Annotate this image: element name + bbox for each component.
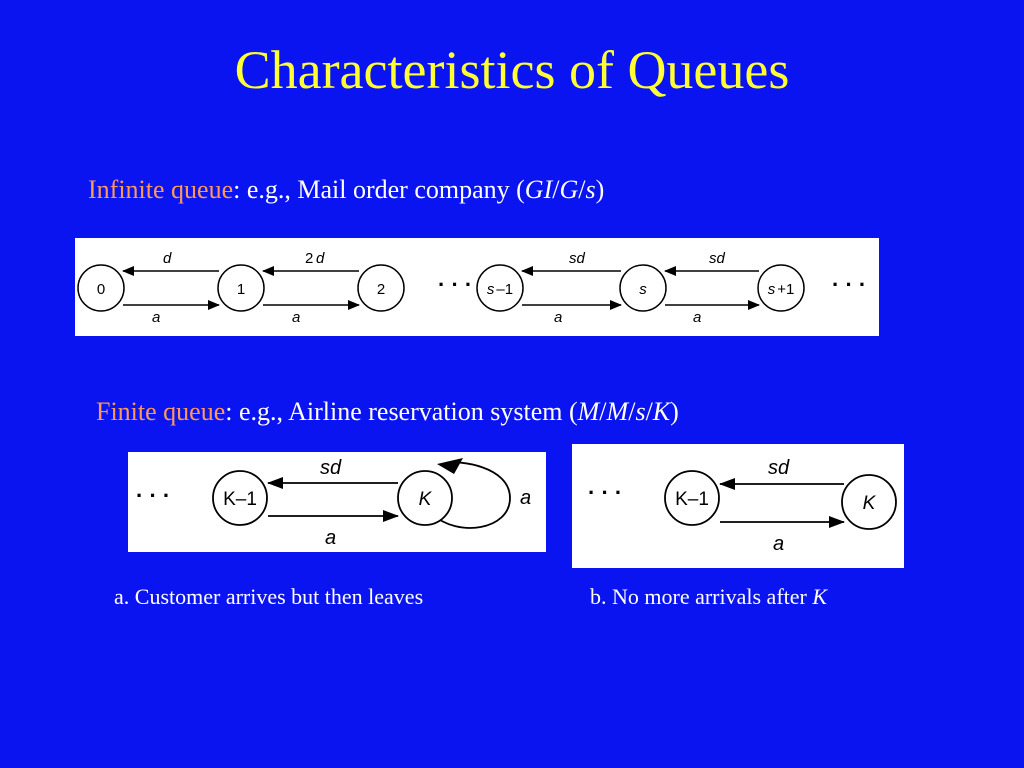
caption-b-k: K [812,584,828,609]
rate-label: sd [768,457,790,479]
model-s: s [635,397,646,426]
finite-queue-text: : e.g., Airline reservation system ( [225,397,578,426]
svg-text:s: s [639,281,647,298]
finite-queue-diagram-a: · · · K–1 K sd a a [128,452,546,552]
model-m: M [606,397,629,426]
model-close: ) [595,175,605,204]
rate-label: sd [569,250,586,267]
finite-queue-diagram-b: · · · K–1 K sd a [572,444,904,568]
state-node-s: s [619,264,667,312]
svg-text:K: K [863,493,877,514]
model-slash: / [552,175,560,204]
caption-b-text: b. No more arrivals after [590,584,813,609]
infinite-queue-label: Infinite queue [88,175,234,204]
model-k: K [652,397,671,426]
ellipsis-dots: · · · [832,272,866,297]
state-node-k-minus-1: K–1 [212,470,268,526]
model-slash: / [578,175,586,204]
ellipsis-dots: · · · [136,483,170,508]
rate-label: sd [320,457,342,479]
finite-queue-heading: Finite queue: e.g., Airline reservation … [96,396,679,428]
model-s: s [585,175,596,204]
model-gi: GI [524,175,553,204]
rate-label: a [520,487,531,509]
infinite-queue-diagram: 0 1 2 s–1 s s+1 · · · · · · [75,238,879,336]
svg-text:0: 0 [97,281,105,298]
svg-text:2: 2 [377,281,385,298]
model-g: G [559,175,579,204]
svg-text:K–1: K–1 [675,489,709,510]
svg-text:K: K [419,489,433,510]
ellipsis-dots: · · · [588,480,622,505]
caption-a: a. Customer arrives but then leaves [114,584,424,609]
rate-label: 2 [305,250,313,267]
slide-title: Characteristics of Queues [234,40,790,100]
rate-label: a [292,309,300,326]
model-slash: / [645,397,653,426]
rate-label: a [773,533,784,555]
infinite-queue-text: : e.g., Mail order company ( [233,175,525,204]
state-node-0: 0 [77,264,125,312]
rate-label: a [554,309,562,326]
rate-label: sd [709,250,726,267]
svg-text:1: 1 [237,281,245,298]
svg-text:s–1: s–1 [487,281,513,298]
state-node-k-minus-1: K–1 [664,470,720,526]
model-close: ) [670,397,679,426]
rate-label: d [316,250,325,267]
svg-text:s+1: s+1 [768,281,795,298]
state-node-1: 1 [217,264,265,312]
rate-label: a [325,527,336,549]
svg-text:K–1: K–1 [223,489,257,510]
ellipsis-dots: · · · [438,272,472,297]
rate-label: a [152,309,160,326]
rate-label: d [163,250,172,267]
state-node-2: 2 [357,264,405,312]
state-node-s-minus-1: s–1 [476,264,524,312]
caption-b: b. No more arrivals after K [590,583,827,611]
infinite-queue-heading: Infinite queue: e.g., Mail order company… [88,174,604,206]
finite-queue-label: Finite queue [96,397,226,426]
state-node-k: K [397,470,453,526]
model-slash: / [628,397,636,426]
balk-loop-arrow [431,461,511,529]
rate-label: a [693,309,701,326]
state-node-k: K [841,474,897,530]
model-slash: / [599,397,607,426]
model-m: M [577,397,600,426]
state-node-s-plus-1: s+1 [757,264,805,312]
